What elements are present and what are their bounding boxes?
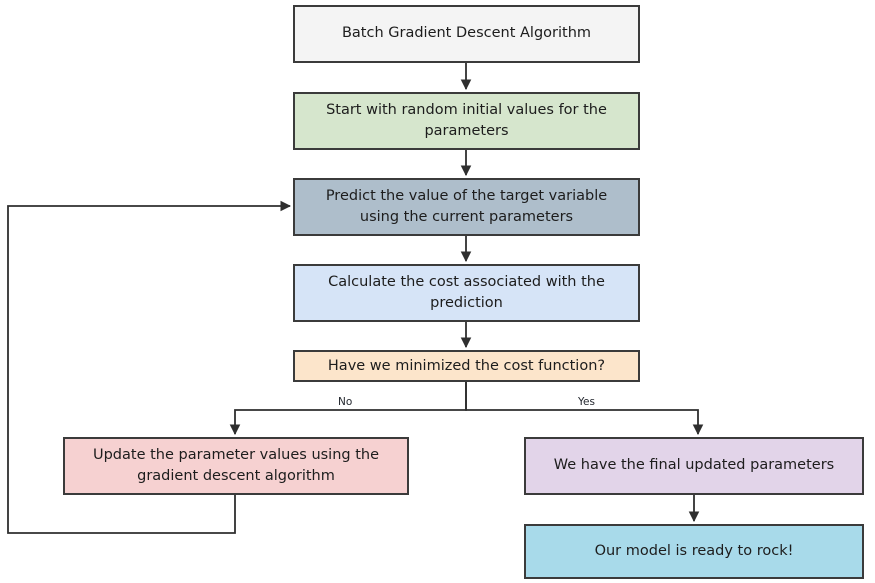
node-calculate-cost-label: Calculate the cost associated with the p…	[328, 273, 605, 311]
node-title-label: Batch Gradient Descent Algorithm	[341, 25, 592, 42]
node-initial-values[interactable]: Start with random initial values for the…	[293, 92, 640, 150]
node-final-parameters-label: We have the final updated parameters	[553, 457, 835, 474]
node-title[interactable]: Batch Gradient Descent Algorithm	[293, 5, 640, 63]
edge-label-no: No	[335, 396, 356, 408]
node-decision-minimized[interactable]: Have we minimized the cost function?	[293, 350, 640, 382]
node-decision-minimized-label: Have we minimized the cost function?	[327, 357, 606, 374]
node-predict[interactable]: Predict the value of the target variable…	[293, 178, 640, 236]
edge-decision-yes-to-final	[465, 382, 704, 436]
node-final-parameters[interactable]: We have the final updated parameters	[524, 437, 864, 495]
node-update-parameters-label: Update the parameter values using the gr…	[92, 446, 380, 484]
node-initial-values-label: Start with random initial values for the…	[326, 101, 607, 139]
node-update-parameters[interactable]: Update the parameter values using the gr…	[63, 437, 409, 495]
edge-update-to-predict-loop	[7, 200, 292, 534]
node-predict-label: Predict the value of the target variable…	[325, 187, 608, 225]
node-model-ready[interactable]: Our model is ready to rock!	[524, 524, 864, 579]
node-model-ready-label: Our model is ready to rock!	[594, 542, 794, 559]
node-calculate-cost[interactable]: Calculate the cost associated with the p…	[293, 264, 640, 322]
edge-decision-no-to-update	[229, 382, 467, 436]
edge-label-yes: Yes	[575, 396, 598, 408]
